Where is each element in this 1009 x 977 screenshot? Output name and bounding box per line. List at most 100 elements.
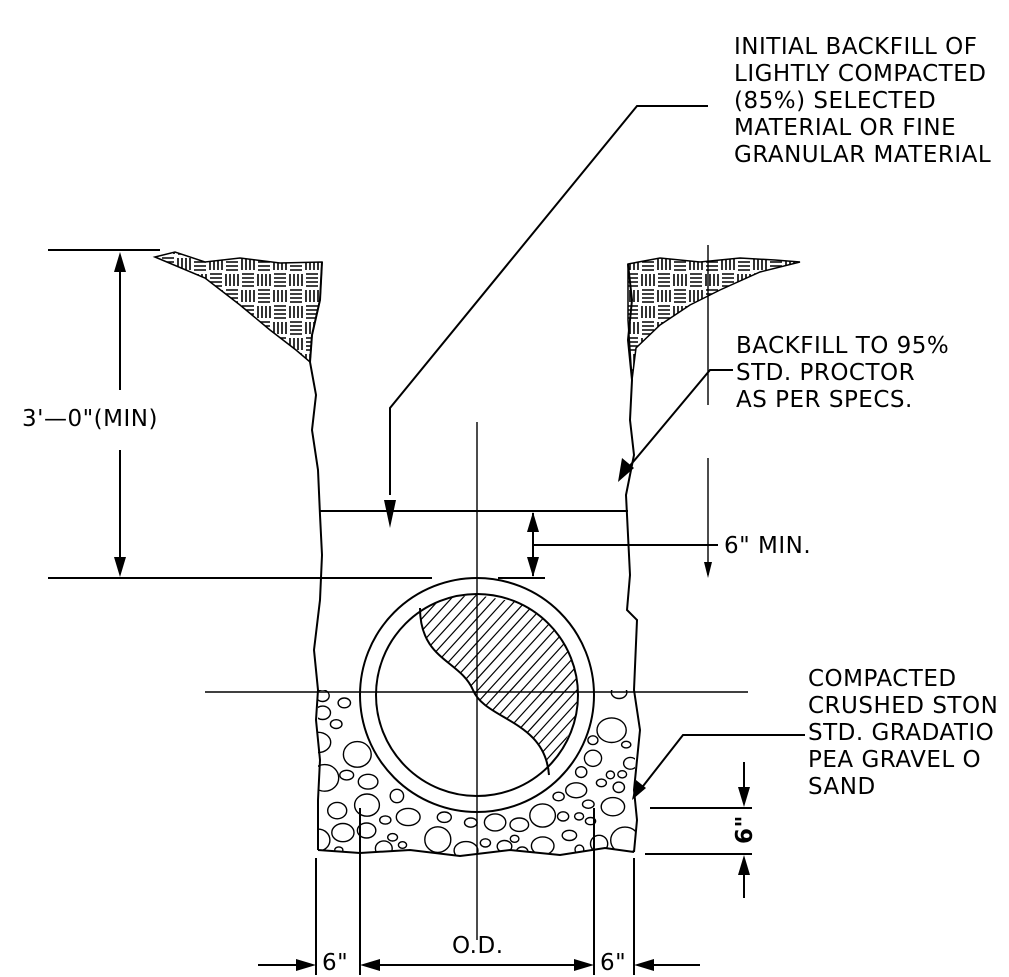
trench-wall-left bbox=[308, 261, 324, 850]
gravel-stone bbox=[587, 735, 599, 746]
gravel-stone bbox=[612, 781, 626, 794]
hatch-line bbox=[420, 595, 535, 775]
cover-depth-arrow-top bbox=[114, 252, 126, 272]
gravel-stone bbox=[424, 826, 452, 854]
note-line: SAND bbox=[808, 774, 876, 800]
gravel-bedding bbox=[318, 690, 635, 856]
gravel-stone bbox=[331, 822, 355, 843]
gravel-stone bbox=[530, 836, 555, 856]
gravel-stone bbox=[453, 840, 479, 856]
hatch-line bbox=[202, 580, 402, 800]
gravel-stone bbox=[605, 770, 616, 780]
gravel-stone bbox=[596, 717, 627, 744]
gravel-stone bbox=[556, 811, 570, 822]
backfill-95-leader bbox=[627, 369, 733, 469]
gravel-stone bbox=[463, 817, 478, 828]
note-compacted-stone: COMPACTED CRUSHED STON STD. GRADATIO PEA… bbox=[808, 666, 998, 801]
gravel-stone bbox=[389, 788, 405, 804]
compacted-stone-leader bbox=[639, 734, 805, 791]
hatch-line bbox=[213, 580, 413, 800]
gravel-stone bbox=[595, 778, 608, 788]
note-line: CRUSHED STON bbox=[808, 693, 999, 719]
note-line: PEA GRAVEL O bbox=[808, 747, 982, 773]
gravel-stone bbox=[483, 813, 507, 832]
gravel-stone bbox=[584, 816, 597, 826]
cover-depth-arrow-bottom bbox=[114, 557, 126, 577]
note-line: BACKFILL TO 95% bbox=[736, 333, 950, 359]
dim-od-arrow-right bbox=[574, 959, 594, 971]
gravel-stone bbox=[342, 740, 372, 768]
gravel-stone bbox=[561, 829, 578, 842]
gravel-stone bbox=[395, 807, 421, 827]
pipe-diameter-label: O.D. bbox=[452, 933, 504, 959]
hatch-line bbox=[476, 595, 578, 775]
gravel-stone bbox=[318, 705, 332, 721]
gravel-stone bbox=[356, 822, 377, 839]
gravel-stone bbox=[318, 690, 330, 703]
gravel-stone bbox=[374, 840, 393, 856]
hatch-line bbox=[542, 595, 578, 775]
gravel-stone bbox=[552, 791, 565, 802]
gravel-stone bbox=[353, 793, 381, 817]
gravel-stone bbox=[509, 834, 520, 843]
note-line: (85%) SELECTED bbox=[734, 88, 937, 114]
hatch-line bbox=[420, 595, 469, 775]
note-line: LIGHTLY COMPACTED bbox=[734, 61, 987, 87]
hatch-line bbox=[631, 580, 831, 800]
hatch-line bbox=[587, 580, 787, 800]
gravel-stone bbox=[397, 841, 408, 850]
right-reference-arrow bbox=[704, 562, 712, 578]
note-initial-backfill: INITIAL BACKFILL OF LIGHTLY COMPACTED (8… bbox=[734, 34, 991, 169]
pipe-section-s-curve bbox=[419, 607, 550, 776]
gravel-stone bbox=[357, 773, 379, 790]
hatch-line bbox=[432, 595, 578, 775]
gravel-stone bbox=[583, 749, 603, 768]
hatch-line bbox=[420, 595, 480, 775]
dim-od-arrow-left bbox=[360, 959, 380, 971]
gravel-stone bbox=[329, 718, 343, 730]
side-clearance-right-label: 6" bbox=[600, 950, 627, 976]
gravel-stone bbox=[327, 801, 348, 820]
gravel-stone bbox=[574, 765, 588, 779]
note-line: COMPACTED bbox=[808, 666, 957, 692]
backfill-95-arrow bbox=[618, 458, 634, 482]
gravel-stone bbox=[509, 817, 530, 833]
hatch-line bbox=[420, 595, 458, 775]
pipe-section-hatch bbox=[180, 580, 831, 800]
hatch-line bbox=[564, 595, 578, 775]
dim-right-clearance-arrow bbox=[634, 959, 654, 971]
note-line: INITIAL BACKFILL OF bbox=[734, 34, 978, 60]
initial-backfill-arrow bbox=[384, 500, 396, 528]
native-soil-left bbox=[152, 251, 323, 364]
gravel-stone bbox=[622, 756, 635, 770]
hatch-line bbox=[420, 595, 447, 775]
side-clearance-left-label: 6" bbox=[322, 950, 349, 976]
hatch-line bbox=[620, 580, 820, 800]
cover-over-pipe-arrow-bottom bbox=[527, 557, 539, 577]
hatch-line bbox=[498, 595, 578, 775]
gravel-stone bbox=[479, 838, 492, 848]
gravel-stone bbox=[339, 769, 355, 781]
note-line: GRANULAR MATERIAL bbox=[734, 142, 992, 168]
note-line: STD. PROCTOR bbox=[736, 360, 916, 386]
hatch-line bbox=[420, 595, 502, 775]
cover-over-pipe-arrow-top bbox=[527, 512, 539, 532]
dim-left-clearance-arrow bbox=[296, 959, 316, 971]
bedding-arrow-top bbox=[738, 787, 750, 807]
trench-wall-right bbox=[624, 263, 642, 853]
hatch-line bbox=[180, 580, 380, 800]
cover-over-pipe-label: 6" MIN. bbox=[724, 533, 812, 559]
hatch-line bbox=[420, 595, 513, 775]
trench-bottom bbox=[317, 846, 635, 858]
native-soil-right bbox=[627, 257, 801, 381]
gravel-stone bbox=[600, 796, 626, 817]
note-line: MATERIAL OR FINE bbox=[734, 115, 957, 141]
gravel-stone bbox=[565, 782, 588, 799]
hatch-line bbox=[509, 595, 578, 775]
hatch-line bbox=[609, 580, 809, 800]
hatch-line bbox=[531, 595, 578, 775]
note-backfill-95: BACKFILL TO 95% STD. PROCTOR AS PER SPEC… bbox=[736, 333, 949, 414]
gravel-stone bbox=[318, 763, 340, 792]
gravel-stone bbox=[436, 811, 452, 824]
